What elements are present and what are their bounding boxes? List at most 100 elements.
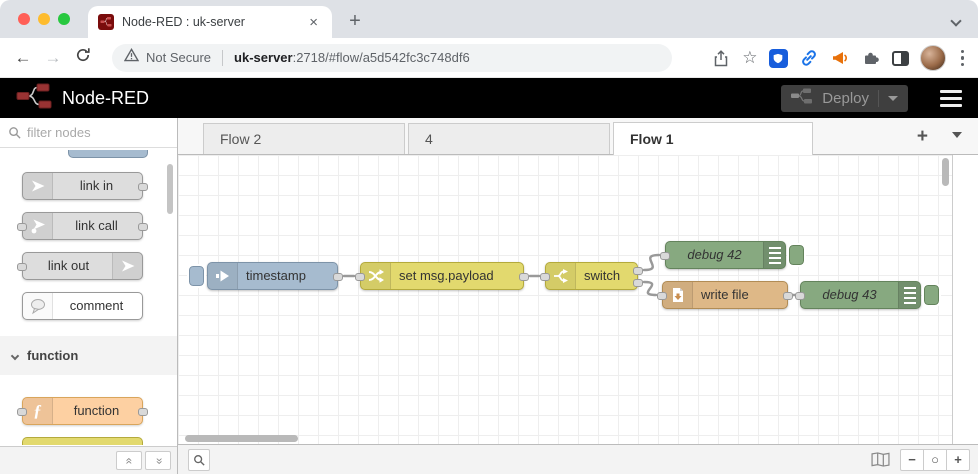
input-port[interactable] (657, 292, 667, 300)
node-port[interactable] (138, 408, 148, 416)
tab-close-icon[interactable]: × (309, 13, 318, 31)
output-port[interactable] (519, 273, 529, 281)
close-window-button[interactable] (18, 13, 30, 25)
browser-menu-icon[interactable] (957, 49, 969, 67)
canvas-horizontal-scrollbar[interactable] (185, 435, 298, 442)
palette-node-partial-inject[interactable] (68, 150, 148, 158)
collapse-all-button[interactable]: « (116, 451, 142, 470)
profile-avatar[interactable] (919, 45, 946, 71)
output-port[interactable] (633, 267, 643, 275)
browser-tab[interactable]: Node-RED : uk-server × (88, 6, 332, 38)
wire-switch1-to-writefile[interactable] (642, 280, 658, 297)
security-label[interactable]: Not Secure (146, 50, 212, 65)
palette-node-link-call[interactable]: link call (17, 212, 148, 240)
flow-list-caret-icon[interactable] (952, 132, 962, 138)
zoom-reset-button[interactable]: ○ (923, 448, 947, 471)
navigator-map-icon[interactable] (868, 449, 892, 471)
inject-trigger-button[interactable] (187, 264, 206, 288)
output-port[interactable] (783, 292, 793, 300)
reload-icon[interactable] (68, 47, 98, 68)
wire-switch1-to-debug42[interactable] (642, 253, 661, 272)
deploy-caret-icon[interactable] (888, 95, 898, 101)
zoom-in-button[interactable]: + (946, 448, 970, 471)
palette-footer: « « (0, 446, 177, 474)
flow-node-writefile[interactable]: write file (657, 281, 793, 309)
link-call-icon (23, 213, 53, 239)
canvas-search-button[interactable] (188, 448, 210, 471)
node-port[interactable] (17, 263, 27, 271)
debug-toggle-button[interactable] (922, 283, 941, 307)
zoom-window-button[interactable] (58, 13, 70, 25)
node-port[interactable] (17, 223, 27, 231)
bookmark-star-icon[interactable]: ☆ (742, 48, 758, 67)
flow-tab-4[interactable]: 4 (408, 123, 610, 154)
flow-node-inject1[interactable]: timestamp (187, 262, 343, 290)
function-icon: ƒ (23, 398, 53, 424)
output-port[interactable] (333, 273, 343, 281)
flow-node-label: timestamp (246, 268, 306, 283)
debug-sidebar-icon (898, 282, 920, 308)
deploy-icon (791, 88, 813, 109)
bitwarden-extension-icon[interactable] (768, 48, 788, 68)
canvas-vertical-scrollbar[interactable] (942, 158, 949, 186)
link-in-icon (23, 173, 53, 199)
node-port[interactable] (17, 408, 27, 416)
node-red-header: Node-RED Deploy (0, 78, 978, 118)
palette-scrollbar[interactable] (167, 164, 173, 214)
flow-tab-Flow-1[interactable]: Flow 1 (613, 122, 813, 155)
flow-node-debug43[interactable]: debug 43 (795, 281, 941, 309)
debug-toggle-button[interactable] (787, 243, 806, 267)
not-secure-warning-icon[interactable] (123, 48, 140, 67)
sidebar-toggle-icon[interactable] (891, 50, 909, 66)
input-port[interactable] (660, 252, 670, 260)
palette-node-label: comment (69, 298, 124, 313)
input-port[interactable] (795, 292, 805, 300)
debug-sidebar-icon (763, 242, 785, 268)
change-icon (361, 263, 391, 289)
share-icon[interactable] (711, 48, 731, 68)
flow-canvas[interactable]: timestamp set msg.payload switch debug 42 wr… (178, 155, 952, 444)
minimize-window-button[interactable] (38, 13, 50, 25)
flow-node-debug42[interactable]: debug 42 (660, 241, 806, 269)
input-port[interactable] (540, 273, 550, 281)
back-icon[interactable]: ← (14, 47, 32, 67)
node-port[interactable] (138, 183, 148, 191)
expand-all-button[interactable]: « (145, 451, 171, 470)
deploy-button[interactable]: Deploy (781, 84, 908, 112)
palette-node-label: link call (75, 218, 118, 233)
filter-nodes-input[interactable] (27, 125, 157, 140)
palette-node-comment[interactable]: comment (22, 292, 143, 320)
workspace-footer: − ○ + (178, 444, 978, 474)
new-tab-button[interactable]: + (349, 10, 361, 32)
extensions-puzzle-icon[interactable] (861, 48, 881, 68)
main-menu-icon[interactable] (940, 89, 962, 107)
palette-node-link-in[interactable]: link in (22, 172, 148, 200)
url-text[interactable]: uk-server:2718/#flow/a5d542fc3c748df6 (234, 49, 470, 67)
node-port[interactable] (138, 223, 148, 231)
url-host: uk-server (234, 49, 293, 65)
flow-tab-Flow-2[interactable]: Flow 2 (203, 123, 405, 154)
tab-overflow-icon[interactable] (950, 12, 964, 27)
palette-node-list: link in link call link out comment function ƒ… (0, 148, 177, 446)
palette-node-link-out[interactable]: link out (17, 252, 143, 280)
palette-search[interactable] (0, 118, 177, 148)
node-red-logo (16, 83, 52, 114)
palette-node-partial-switch[interactable] (22, 437, 143, 445)
input-port[interactable] (355, 273, 365, 281)
add-flow-button[interactable]: + (916, 126, 928, 147)
flow-node-switch1[interactable]: switch (540, 262, 643, 290)
file-icon (663, 282, 693, 308)
forward-icon[interactable]: → (44, 47, 62, 67)
palette-category-function[interactable]: function (0, 336, 177, 375)
megaphone-extension-icon[interactable] (830, 48, 850, 68)
flow-node-label: debug 42 (687, 247, 742, 262)
flow-node-change1[interactable]: set msg.payload (355, 262, 529, 290)
chevron-down-icon (10, 351, 20, 360)
zoom-out-button[interactable]: − (900, 448, 924, 471)
output-port[interactable] (633, 279, 643, 287)
address-bar[interactable]: Not Secure uk-server:2718/#flow/a5d542fc… (112, 43, 672, 72)
link-extension-icon[interactable] (799, 48, 819, 68)
